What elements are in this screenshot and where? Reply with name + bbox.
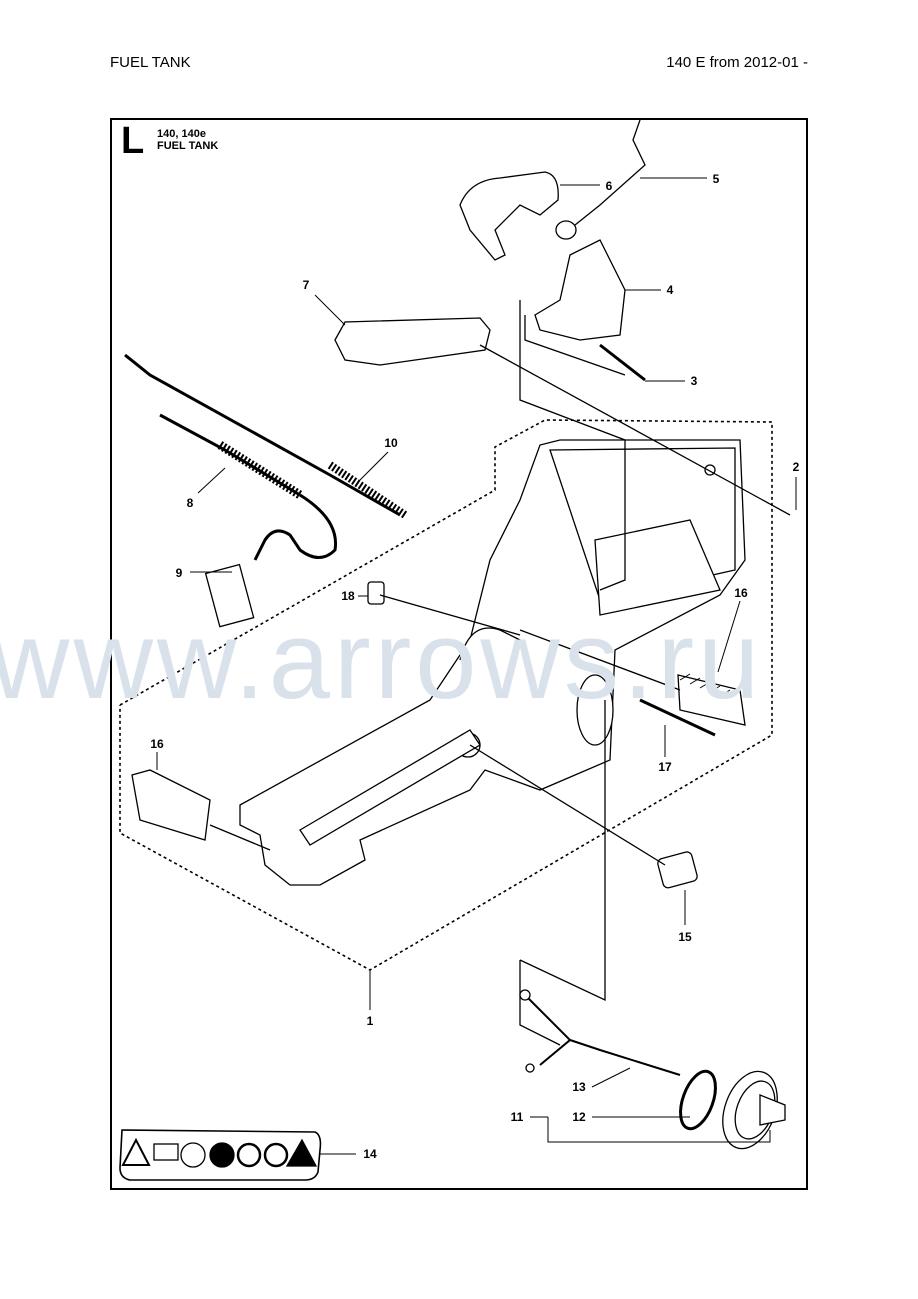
callout-9: 9 [176,566,183,580]
section-models: 140, 140e [157,128,206,140]
callout-15: 15 [678,930,692,944]
manual-book-icon [153,1143,179,1161]
part-13-fuel-pickup [524,994,681,1076]
fuel-tank-body [239,439,746,886]
part-12-seal [679,1069,717,1131]
page-title: FUEL TANK [110,54,191,71]
callout-6: 6 [606,179,613,193]
callout-18: 18 [341,589,355,603]
diagram-frame [110,118,808,1190]
part-4-housing [534,239,626,341]
pickup-end [525,1063,535,1073]
part-9-filter-hose [253,493,338,561]
callout-16-right: 16 [734,586,748,600]
part-15-bushing [657,851,698,889]
part-10-fuel-hose [124,353,401,517]
callout-leaders [156,177,797,1155]
part-10-hose-ribs [327,461,408,519]
leader-line [479,344,791,516]
part-5-coil [555,220,577,240]
no-hand-near-chain-icon [263,1142,289,1168]
pickup-weight [519,989,531,1001]
part-16-av-spring-right [519,629,746,726]
part-7-trigger [334,317,491,366]
fire-hazard-icon [285,1138,318,1167]
callout-12: 12 [572,1110,586,1124]
part-5-spring [574,119,646,226]
callout-7: 7 [303,278,310,292]
callout-10: 10 [384,436,398,450]
kickback-icon [209,1142,235,1168]
assembly-outline [119,419,773,971]
callout-17: 17 [658,760,672,774]
model-range: 140 E from 2012-01 - [666,54,808,71]
part-3-pin [599,343,646,382]
part-11-fuel-cap [722,1070,786,1150]
section-title: FUEL TANK [157,140,219,152]
callout-3: 3 [691,374,698,388]
callout-8: 8 [187,496,194,510]
section-letter: L [121,120,145,162]
callout-2: 2 [793,460,800,474]
warning-triangle-icon [121,1137,151,1166]
ear-eye-protection-icon [180,1142,206,1168]
callout-5: 5 [713,172,720,186]
one-hand-prohibited-icon [236,1142,262,1168]
callout-16-left: 16 [150,737,164,751]
callout-1: 1 [367,1014,374,1028]
callout-11: 11 [511,1110,524,1124]
part-6-lever [459,171,559,261]
part-16-av-spring-left [131,769,271,851]
part-9-fuel-filter [204,563,255,628]
leader-guide [524,315,626,376]
part-18-bushing [367,581,385,605]
callout-14: 14 [363,1147,377,1161]
callout-13: 13 [572,1080,586,1094]
part-17-pin [639,698,716,737]
callout-4: 4 [667,283,674,297]
warning-decal [119,1129,322,1181]
